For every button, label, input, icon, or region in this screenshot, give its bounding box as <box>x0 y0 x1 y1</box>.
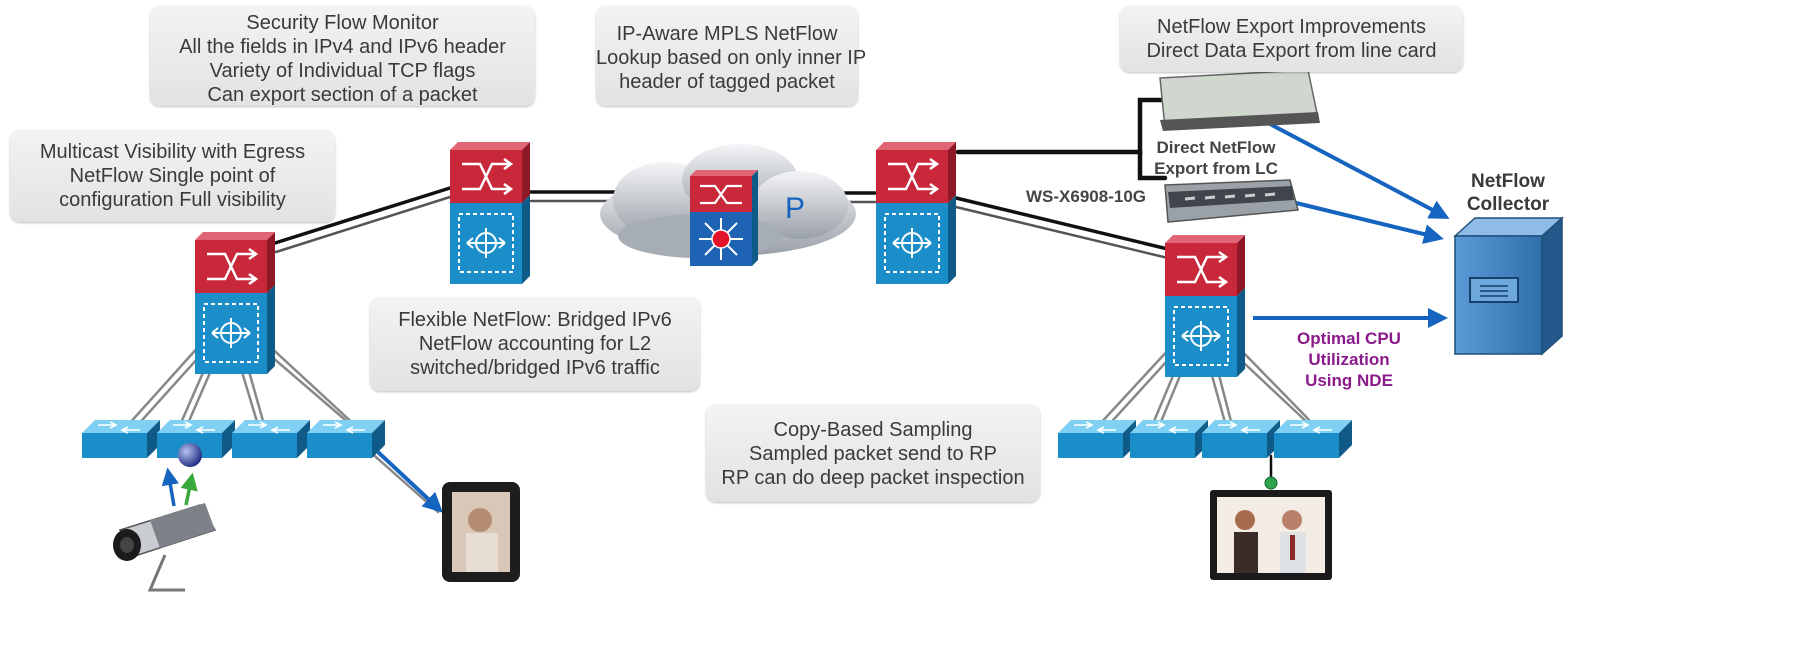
callout-line: Can export section of a packet <box>207 84 478 106</box>
callout-line: NetFlow Single point of <box>69 165 276 187</box>
tablet-icon <box>442 482 520 582</box>
collector-label: NetFlow Collector <box>1454 170 1562 216</box>
right-access-switches <box>1057 419 1353 459</box>
callout-line: NetFlow accounting for L2 <box>418 333 652 355</box>
p-router-icon <box>690 170 758 266</box>
switch-icon <box>231 419 311 459</box>
label-line: Utilization <box>1308 350 1390 369</box>
callout-line: Variety of Individual TCP flags <box>209 60 476 82</box>
router-icon <box>448 140 532 286</box>
callout-line: IP-Aware MPLS NetFlow <box>616 23 838 45</box>
server-icon <box>1453 216 1564 356</box>
callout-line: switched/bridged IPv6 traffic <box>410 357 660 379</box>
callout-export-improvements: NetFlow Export Improvements Direct Data … <box>1120 6 1463 72</box>
callout-line: Multicast Visibility with Egress <box>39 141 306 163</box>
ip-camera-icon <box>113 443 217 592</box>
line-card-icon <box>1164 179 1299 223</box>
callout-line: Flexible NetFlow: Bridged IPv6 <box>398 309 672 331</box>
callout-line: Security Flow Monitor <box>246 12 439 34</box>
callout-line: NetFlow Export Improvements <box>1157 16 1426 38</box>
switch-icon <box>306 419 386 459</box>
callout-line: All the fields in IPv4 and IPv6 header <box>179 36 506 58</box>
callout-line: Copy-Based Sampling <box>773 419 973 441</box>
label-line: Using NDE <box>1305 371 1393 390</box>
callout-multicast-visibility: Multicast Visibility with Egress NetFlow… <box>10 130 335 222</box>
router-icon <box>193 230 277 376</box>
export-arrows <box>376 122 1450 513</box>
callout-line: Sampled packet send to RP <box>749 443 997 465</box>
switch-icon <box>1057 419 1137 459</box>
callout-line: configuration Full visibility <box>59 189 286 211</box>
label-line: Collector <box>1466 194 1550 215</box>
label-line: Export from LC <box>1154 159 1278 178</box>
callout-mpls-netflow: IP-Aware MPLS NetFlow Lookup based on on… <box>596 6 867 106</box>
switch-icon <box>1129 419 1209 459</box>
switch-icon <box>81 419 161 459</box>
direct-export-label: Direct NetFlow Export from LC <box>1148 137 1284 179</box>
callout-flexible-netflow: Flexible NetFlow: Bridged IPv6 NetFlow a… <box>370 297 700 391</box>
callout-security-flow-monitor: Security Flow Monitor All the fields in … <box>150 6 535 106</box>
callout-copy-based-sampling: Copy-Based Sampling Sampled packet send … <box>706 404 1040 502</box>
p-router-label: P <box>785 192 805 225</box>
callout-line: RP can do deep packet inspection <box>721 467 1025 489</box>
left-access-switches <box>81 419 386 459</box>
mpls-cloud: P <box>600 144 856 266</box>
line-card-model-label: WS-X6908-10G <box>1026 187 1146 206</box>
video-endpoint-icon <box>1210 490 1332 580</box>
callout-line: Direct Data Export from line card <box>1146 40 1437 62</box>
label-line: Direct NetFlow <box>1156 138 1276 157</box>
callout-line: Lookup based on only inner IP <box>596 47 867 69</box>
callout-line: header of tagged packet <box>619 71 835 93</box>
label-line: Optimal CPU <box>1297 329 1401 348</box>
optimal-cpu-label: Optimal CPU Utilization Using NDE <box>1290 328 1408 391</box>
label-line: NetFlow <box>1471 171 1545 192</box>
switch-icon <box>1201 419 1281 459</box>
switch-icon <box>1273 419 1353 459</box>
router-icon <box>1163 233 1247 379</box>
router-icon <box>874 140 958 286</box>
